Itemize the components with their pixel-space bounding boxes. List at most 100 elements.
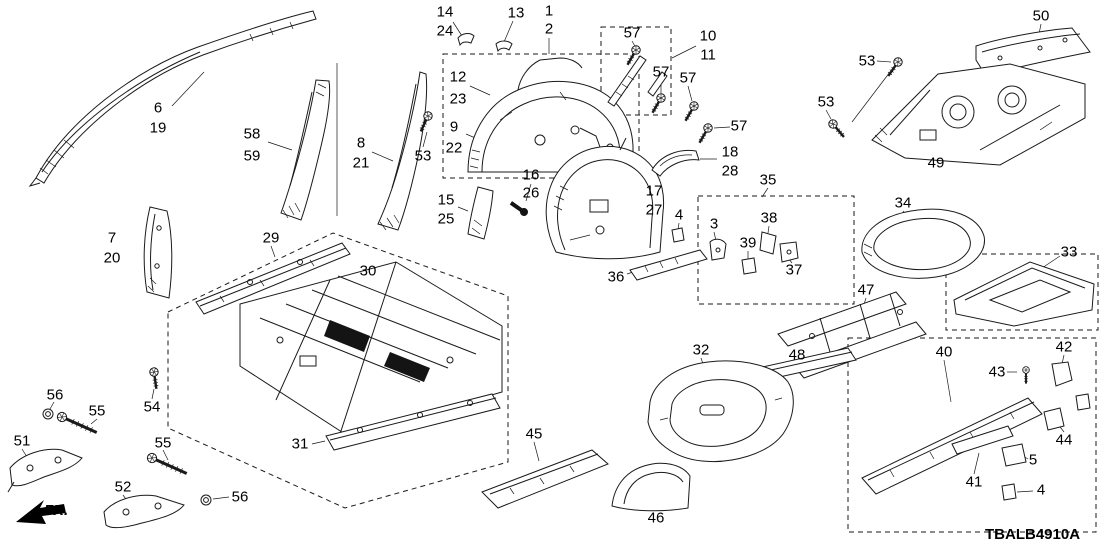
part-crossmember-45	[481, 449, 609, 509]
callout-52: 52	[114, 478, 132, 496]
callout-34: 34	[894, 194, 912, 212]
part-bracket-44	[1043, 393, 1091, 431]
callout-31: 31	[291, 435, 309, 453]
part-bracket-46	[611, 462, 691, 512]
assembly-box-rear-floor-33	[945, 253, 1099, 331]
part-rear-floor-mid-32	[647, 360, 794, 463]
nut-56-icon	[42, 408, 54, 420]
callout-57: 57	[730, 117, 748, 135]
callout-8: 8	[356, 134, 366, 152]
callout-24: 24	[436, 22, 454, 40]
callout-47: 47	[857, 281, 875, 299]
part-clip-13	[495, 40, 513, 53]
part-roof-side-rail	[28, 10, 317, 187]
callout-21: 21	[352, 154, 370, 172]
callout-5: 5	[1028, 451, 1038, 469]
callout-51: 51	[13, 432, 31, 450]
callout-57: 57	[652, 63, 670, 81]
part-rear-side-frame-40	[861, 397, 1043, 495]
fr-label: FR.	[44, 502, 69, 519]
callout-10: 10	[699, 27, 717, 45]
callout-4: 4	[1036, 481, 1046, 499]
callout-35: 35	[759, 171, 777, 189]
part-center-pillar-stiffener	[280, 79, 331, 221]
part-bracket-3	[709, 238, 727, 261]
callout-11: 11	[700, 46, 716, 64]
fr-arrow-icon	[16, 500, 66, 524]
callout-49: 49	[927, 154, 945, 172]
callout-32: 32	[692, 341, 710, 359]
callout-1: 1	[544, 2, 554, 20]
bolt-57-icon	[647, 91, 668, 117]
callout-53: 53	[817, 93, 835, 111]
callout-44: 44	[1055, 431, 1073, 449]
callout-42: 42	[1055, 338, 1073, 356]
part-side-sill-31	[325, 393, 501, 451]
callout-18: 18	[721, 143, 739, 161]
callout-57: 57	[679, 69, 697, 87]
callout-6: 6	[153, 99, 163, 117]
part-crossmember-29	[195, 242, 351, 315]
callout-28: 28	[721, 162, 739, 180]
callout-50: 50	[1032, 7, 1050, 25]
callout-13: 13	[507, 4, 525, 22]
callout-59: 59	[243, 147, 261, 165]
part-bracket-39	[741, 257, 757, 275]
part-striker-a	[607, 55, 647, 107]
callout-29: 29	[262, 229, 280, 247]
callout-12: 12	[449, 68, 467, 86]
callout-39: 39	[739, 234, 757, 252]
callout-4: 4	[674, 206, 684, 224]
part-stiffener-41	[951, 425, 1014, 455]
callout-19: 19	[149, 119, 167, 137]
part-quarter-pillar-stiffener	[377, 71, 428, 231]
callout-54: 54	[143, 398, 161, 416]
callout-22: 22	[445, 139, 463, 157]
part-rear-floor-pan-33	[953, 261, 1095, 327]
callout-38: 38	[760, 209, 778, 227]
callout-16: 16	[522, 166, 540, 184]
callout-56: 56	[231, 488, 249, 506]
callout-25: 25	[437, 210, 455, 228]
callout-23: 23	[449, 90, 467, 108]
part-pillar-lower-15-25	[467, 186, 494, 240]
callout-56: 56	[46, 386, 64, 404]
callout-17: 17	[645, 182, 663, 200]
diagram-code: TBALB4910A	[985, 526, 1081, 543]
fr-direction-indicator: FR.	[12, 492, 102, 534]
callout-30: 30	[359, 262, 377, 280]
assembly-box-rear-frame	[847, 337, 1097, 533]
part-striker-b	[647, 71, 668, 97]
part-rear-wheelhouse-17-27	[545, 127, 665, 260]
callout-58: 58	[243, 125, 261, 143]
callout-41: 41	[965, 473, 983, 491]
bolt-43-icon	[1021, 365, 1031, 385]
part-bracket-42	[1051, 361, 1073, 387]
bolt-57-icon	[694, 121, 715, 147]
callout-14: 14	[436, 3, 454, 21]
part-gusset-18-28	[651, 149, 700, 177]
callout-27: 27	[645, 201, 663, 219]
callout-45: 45	[525, 425, 543, 443]
callout-40: 40	[935, 343, 953, 361]
nut-56-icon	[200, 494, 212, 506]
part-rear-floor-upper-49	[871, 63, 1086, 166]
callout-46: 46	[647, 509, 665, 527]
assembly-box-striker	[600, 26, 672, 116]
bolt-53-icon	[825, 116, 849, 141]
part-crossmember-36	[629, 249, 708, 281]
callout-7: 7	[107, 229, 117, 247]
part-spare-tire-well-34	[861, 208, 985, 279]
part-front-pillar-lower	[143, 206, 173, 299]
part-bracket-51	[7, 448, 83, 493]
callout-53: 53	[414, 147, 432, 165]
assembly-box-wheelhouse	[442, 53, 640, 179]
callout-55: 55	[154, 434, 172, 452]
bolt-53-icon	[883, 54, 906, 80]
callout-2: 2	[544, 20, 554, 38]
callout-26: 26	[522, 184, 540, 202]
assembly-box-brackets-35	[697, 195, 855, 305]
callout-36: 36	[607, 268, 625, 286]
